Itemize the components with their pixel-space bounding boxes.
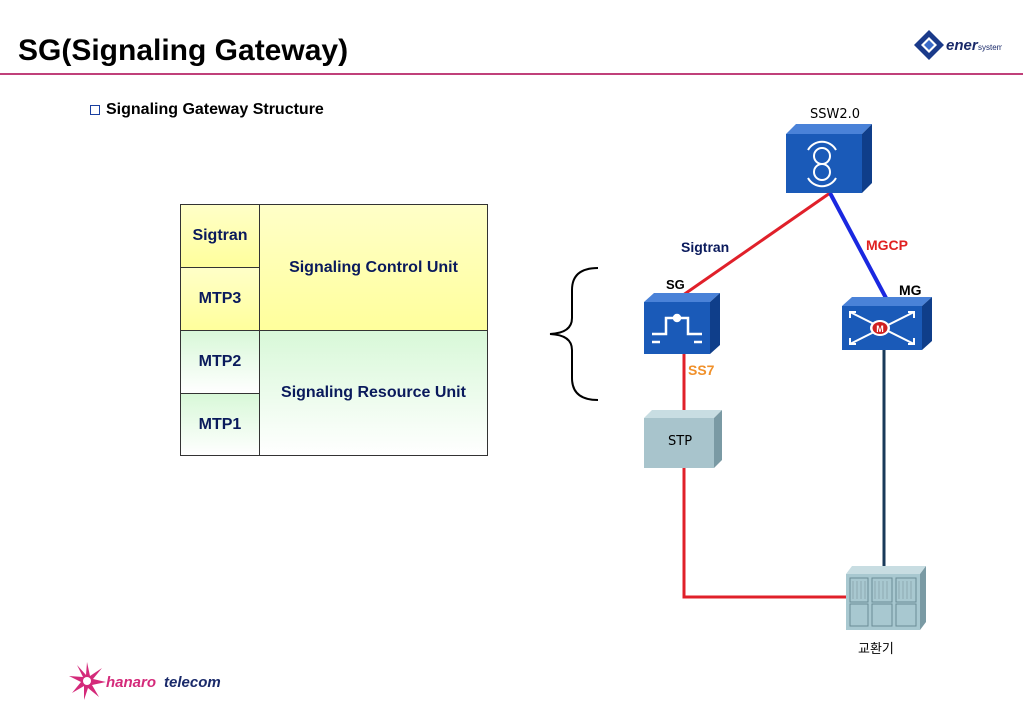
cell-mtp2: MTP2 — [180, 330, 260, 394]
switch-device — [846, 566, 926, 630]
svg-text:M: M — [876, 324, 884, 334]
cell-mtp3-text: MTP3 — [198, 290, 242, 307]
layer-table: Sigtran MTP3 Signaling Control Unit MTP2… — [180, 204, 488, 456]
xener-logo: ener systems — [914, 30, 1002, 60]
sg-icon — [652, 313, 702, 344]
link-stp-switch — [682, 468, 846, 599]
stp-label: STP — [668, 434, 693, 449]
page-title: SG(Signaling Gateway) — [18, 34, 349, 67]
hanarotelecom-logo: hanaro telecom — [69, 662, 221, 700]
cell-mtp1-text: MTP1 — [198, 415, 242, 433]
svg-text:telecom: telecom — [164, 674, 221, 691]
ssw-icon — [807, 140, 837, 188]
sigtran-link-label: Sigtran — [681, 239, 730, 255]
sg-device — [644, 293, 720, 354]
section-heading-text: Signaling Gateway Structure — [106, 101, 324, 118]
svg-text:systems: systems — [978, 43, 1002, 52]
checkbox-bullet-icon — [90, 105, 100, 115]
cell-mtp1: MTP1 — [180, 393, 260, 456]
cell-sigtran: Sigtran — [180, 204, 260, 268]
ss7-link-label: SS7 — [688, 362, 715, 378]
mgcp-link-label: MGCP — [866, 237, 908, 253]
ssw-label: SSW2.0 — [810, 107, 861, 122]
cell-control-unit: Signaling Control Unit — [259, 204, 488, 331]
mg-label: MG — [899, 282, 922, 298]
section-heading: Signaling Gateway Structure — [90, 101, 324, 119]
cell-control-unit-text: Signaling Control Unit — [289, 258, 458, 276]
svg-text:hanaro: hanaro — [106, 674, 156, 691]
switch-label: 교환기 — [858, 642, 894, 657]
cell-resource-unit-text: Signaling Resource Unit — [281, 384, 466, 401]
curly-brace — [549, 267, 599, 401]
mg-icon — [849, 311, 915, 345]
sg-label: SG — [666, 277, 685, 292]
cell-mtp3: MTP3 — [180, 267, 260, 331]
svg-text:ener: ener — [946, 37, 979, 54]
cell-sigtran-text: Sigtran — [192, 227, 248, 244]
title-underline — [0, 73, 1023, 75]
mg-device: M — [842, 297, 932, 350]
cell-resource-unit: Signaling Resource Unit — [259, 330, 488, 456]
cell-mtp2-text: MTP2 — [198, 353, 242, 370]
ssw-device — [786, 124, 872, 193]
